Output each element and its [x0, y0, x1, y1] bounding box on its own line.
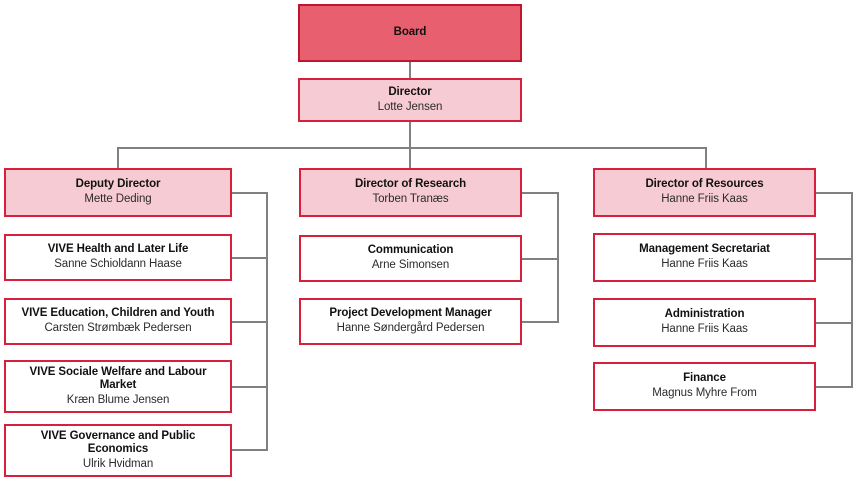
- node-finance-title: Finance: [683, 372, 726, 385]
- node-director-of-resources-title: Director of Resources: [645, 178, 764, 191]
- connector-drop-deputy-director: [117, 147, 119, 168]
- node-communication-person: Arne Simonsen: [371, 259, 450, 271]
- node-director-of-resources-person: Hanne Friis Kaas: [661, 193, 748, 205]
- node-vive-governance-and-public-economics-title: VIVE Governance and Public Economics: [40, 429, 196, 456]
- node-vive-sociale-welfare-and-labour-market-title: VIVE Sociale Welfare and Labour Market: [29, 365, 207, 392]
- node-director-title: Director: [388, 85, 432, 98]
- connector-right-branch-bus: [851, 192, 853, 387]
- node-administration-person: Hanne Friis Kaas: [661, 323, 748, 335]
- connector-board-to-director: [409, 62, 411, 79]
- node-vive-education-children-and-youth-title: VIVE Education, Children and Youth: [21, 307, 215, 320]
- connector-director-of-research-stub: [522, 192, 559, 194]
- node-administration[interactable]: Administration Hanne Friis Kaas: [593, 298, 816, 347]
- node-director-person: Lotte Jensen: [377, 100, 443, 113]
- connector-middle-branch-bus: [557, 192, 559, 322]
- node-director-of-resources[interactable]: Director of Resources Hanne Friis Kaas: [593, 168, 816, 217]
- node-director-of-research[interactable]: Director of Research Torben Tranæs: [299, 168, 522, 217]
- node-finance-person: Magnus Myhre From: [652, 387, 757, 399]
- connector-director-bus: [117, 147, 706, 149]
- node-vive-health-and-later-life-person: Sanne Schioldann Haase: [54, 258, 182, 270]
- node-director-of-research-title: Director of Research: [354, 178, 467, 191]
- node-project-development-manager[interactable]: Project Development Manager Hanne Sønder…: [299, 298, 522, 345]
- connector-middle-unit-1-stub: [522, 258, 559, 260]
- node-director[interactable]: Director Lotte Jensen: [298, 78, 522, 122]
- node-deputy-director-person: Mette Deding: [84, 193, 152, 205]
- node-board[interactable]: Board: [298, 4, 522, 62]
- node-deputy-director-title: Deputy Director: [75, 178, 161, 191]
- connector-left-unit-1-stub: [232, 257, 268, 259]
- connector-middle-unit-2-stub: [522, 321, 559, 323]
- connector-director-of-resources-stub: [816, 192, 853, 194]
- connector-right-unit-3-stub: [816, 386, 853, 388]
- connector-director-drop: [409, 122, 411, 168]
- connector-left-unit-4-stub: [232, 449, 268, 451]
- node-project-development-manager-title: Project Development Manager: [329, 307, 492, 320]
- node-vive-health-and-later-life-title: VIVE Health and Later Life: [47, 243, 189, 256]
- connector-right-unit-1-stub: [816, 258, 853, 260]
- node-vive-sociale-welfare-and-labour-market-person: Kræn Blume Jensen: [66, 393, 170, 406]
- node-management-secretariat-title: Management Secretariat: [639, 243, 770, 256]
- node-project-development-manager-person: Hanne Søndergård Pedersen: [336, 322, 485, 334]
- node-director-of-research-person: Torben Tranæs: [372, 193, 449, 205]
- node-communication-title: Communication: [367, 244, 454, 257]
- node-vive-sociale-welfare-and-labour-market[interactable]: VIVE Sociale Welfare and Labour Market K…: [4, 360, 232, 413]
- node-vive-education-children-and-youth-person: Carsten Strømbæk Pedersen: [44, 322, 192, 334]
- connector-right-unit-2-stub: [816, 322, 853, 324]
- node-administration-title: Administration: [664, 308, 745, 321]
- connector-drop-director-of-resources: [705, 147, 707, 168]
- node-board-title: Board: [393, 26, 427, 39]
- node-finance[interactable]: Finance Magnus Myhre From: [593, 362, 816, 411]
- connector-left-unit-3-stub: [232, 386, 268, 388]
- connector-deputy-director-stub: [232, 192, 268, 194]
- connector-drop-director-of-research: [409, 147, 411, 168]
- node-vive-governance-and-public-economics[interactable]: VIVE Governance and Public Economics Ulr…: [4, 424, 232, 477]
- node-communication[interactable]: Communication Arne Simonsen: [299, 235, 522, 282]
- connector-left-unit-2-stub: [232, 321, 268, 323]
- node-management-secretariat[interactable]: Management Secretariat Hanne Friis Kaas: [593, 233, 816, 282]
- node-vive-governance-and-public-economics-person: Ulrik Hvidman: [82, 457, 154, 470]
- node-management-secretariat-person: Hanne Friis Kaas: [661, 258, 748, 270]
- node-deputy-director[interactable]: Deputy Director Mette Deding: [4, 168, 232, 217]
- node-vive-health-and-later-life[interactable]: VIVE Health and Later Life Sanne Schiold…: [4, 234, 232, 281]
- node-vive-education-children-and-youth[interactable]: VIVE Education, Children and Youth Carst…: [4, 298, 232, 345]
